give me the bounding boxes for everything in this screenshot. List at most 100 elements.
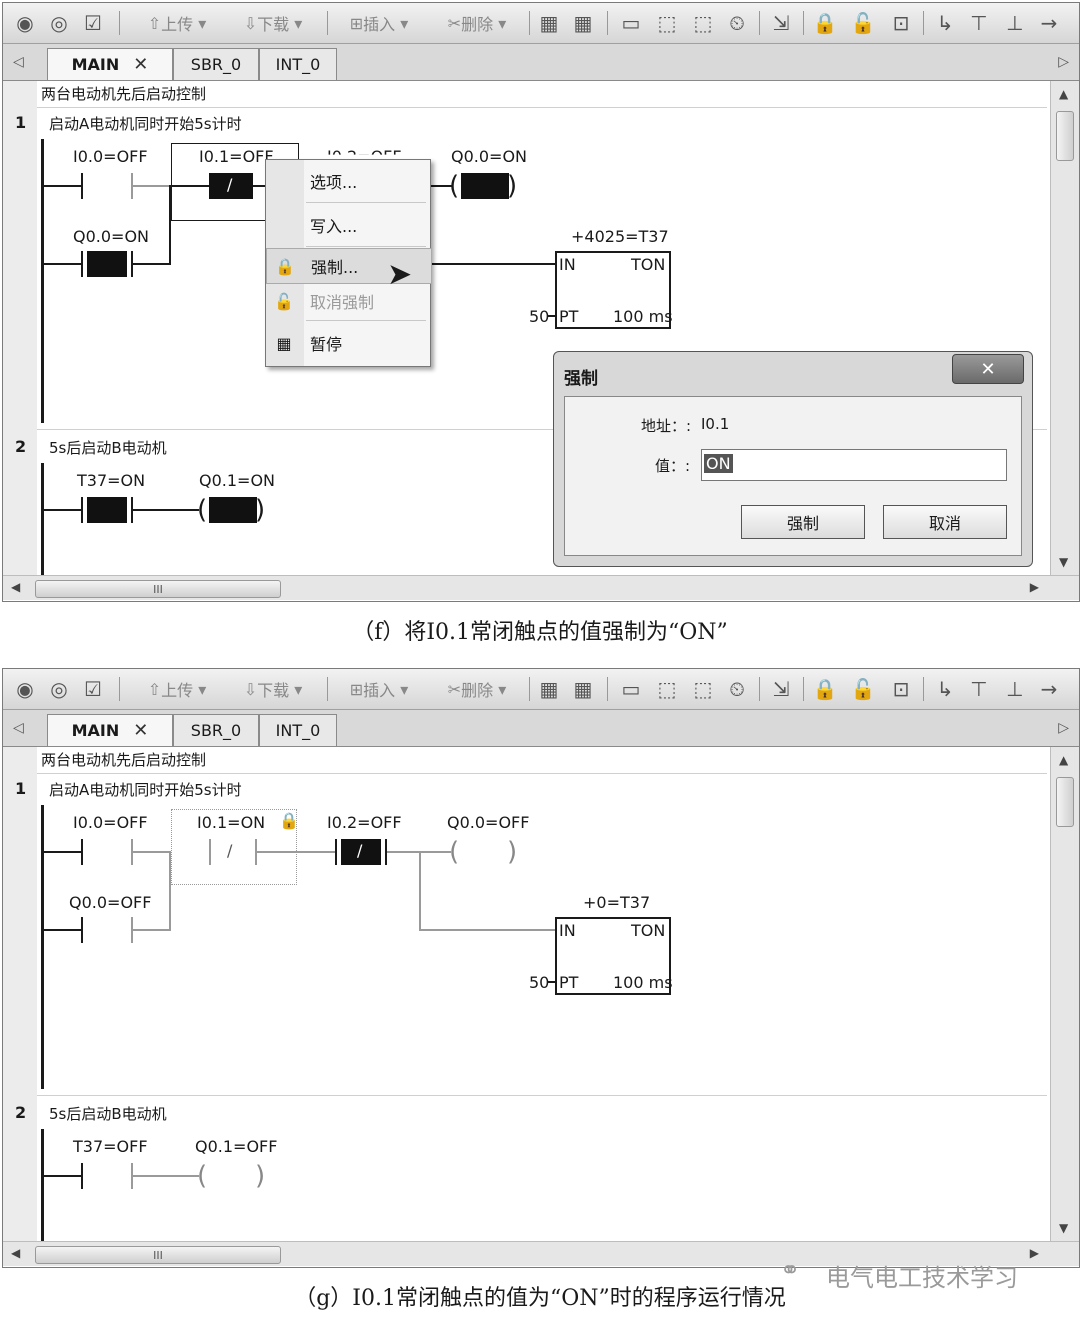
program-status-icon[interactable]: ▦ [539, 677, 559, 701]
scroll-left-icon[interactable]: ◀ [11, 1246, 21, 1260]
insert-button[interactable]: ⊞插入 ▾ [333, 675, 425, 703]
branch-icon[interactable]: ↳ [936, 11, 954, 35]
tab-int0[interactable]: INT_0 [259, 48, 337, 80]
scroll-right-icon[interactable]: ▶ [1029, 580, 1039, 594]
contact-q00[interactable] [87, 251, 127, 277]
line-up-icon[interactable]: ⊥ [1006, 677, 1024, 701]
upload-button[interactable]: ⇧上传 ▾ [129, 675, 225, 703]
tab-scroll-right-icon[interactable]: ▷ [1058, 54, 1069, 70]
ladder-editor[interactable]: 两台电动机先后启动控制 1 启动A电动机同时开始5s计时 I0.0=OFF I0… [3, 747, 1047, 1241]
menu-item-write[interactable]: 写入... [266, 208, 430, 242]
scroll-up-icon[interactable]: ▲ [1059, 753, 1069, 767]
menu-unforce-label: 取消强制 [310, 293, 375, 312]
write-icon[interactable]: ⬚ [693, 11, 713, 35]
pause-status-icon[interactable]: ▦ [573, 677, 593, 701]
tab-scroll-left-icon[interactable]: ◁ [13, 720, 24, 736]
download-button[interactable]: ⇩下载 ▾ [225, 675, 321, 703]
tab-main[interactable]: MAIN✕ [47, 714, 173, 746]
export-icon[interactable]: ⇲ [772, 11, 790, 35]
clock-icon[interactable]: ⏲ [729, 11, 745, 35]
tab-int0-label: INT_0 [275, 721, 321, 740]
line-up-icon[interactable]: ⊥ [1006, 11, 1024, 35]
program-status-icon[interactable]: ▦ [539, 11, 559, 35]
line-down-icon[interactable]: ⊤ [970, 11, 988, 35]
timer-t37-block[interactable] [555, 917, 671, 995]
cancel-button[interactable]: 取消 [883, 505, 1007, 539]
close-icon[interactable]: ✕ [952, 354, 1024, 384]
line-down-icon[interactable]: ⊤ [970, 677, 988, 701]
close-icon[interactable]: ✕ [133, 720, 149, 741]
delete-button[interactable]: ✂删除 ▾ [429, 9, 525, 37]
delete-label: 删除 [461, 681, 494, 700]
run-icon[interactable]: ◉ [16, 11, 34, 35]
contact-t37[interactable] [87, 497, 127, 523]
contact-i01-nc[interactable] [209, 839, 211, 865]
coil-q01[interactable] [209, 497, 257, 523]
write-icon[interactable]: ⬚ [693, 677, 713, 701]
horizontal-scrollbar[interactable]: ◀ III ▶ [3, 1241, 1079, 1266]
force-button-label: 强制 [786, 514, 819, 533]
vertical-scroll-thumb[interactable] [1056, 777, 1074, 827]
scroll-up-icon[interactable]: ▲ [1059, 87, 1069, 101]
menu-item-options[interactable]: 选项... [266, 164, 430, 198]
force-lock-icon[interactable]: 🔒 [812, 677, 838, 701]
tab-scroll-right-icon[interactable]: ▷ [1058, 720, 1069, 736]
box-icon[interactable]: ▭ [621, 11, 641, 35]
scroll-left-icon[interactable]: ◀ [11, 580, 21, 594]
clock-icon[interactable]: ⏲ [729, 677, 745, 701]
timer-value: +0=T37 [583, 893, 651, 912]
branch-icon[interactable]: ↳ [936, 677, 954, 701]
close-icon[interactable]: ✕ [133, 54, 149, 75]
delete-button[interactable]: ✂删除 ▾ [429, 675, 525, 703]
contact-i00[interactable] [81, 839, 83, 865]
scroll-down-icon[interactable]: ▼ [1059, 555, 1069, 569]
horizontal-scroll-thumb[interactable]: III [35, 1246, 281, 1264]
tab-sbr0[interactable]: SBR_0 [173, 48, 259, 80]
read-icon[interactable]: ⬚ [657, 11, 677, 35]
tab-int0[interactable]: INT_0 [259, 714, 337, 746]
contact-i01-nc[interactable] [209, 173, 253, 199]
unforce-icon[interactable]: 🔓 [850, 677, 876, 701]
force-lock-icon[interactable]: 🔒 [812, 11, 838, 35]
contact-t37[interactable] [81, 1163, 83, 1189]
menu-item-unforce[interactable]: 🔓取消强制 [266, 284, 430, 318]
line-right-icon[interactable]: → [1040, 677, 1058, 701]
vertical-scrollbar[interactable]: ▲ ▼ [1050, 747, 1079, 1241]
scroll-down-icon[interactable]: ▼ [1059, 1221, 1069, 1235]
unforce-all-icon[interactable]: ⊡ [892, 677, 910, 701]
pause-status-icon[interactable]: ▦ [573, 11, 593, 35]
timer-t37-block[interactable] [555, 251, 671, 329]
box-icon[interactable]: ▭ [621, 677, 641, 701]
upload-button[interactable]: ⇧上传 ▾ [129, 9, 225, 37]
run-icon[interactable]: ◉ [16, 677, 34, 701]
unforce-icon[interactable]: 🔓 [850, 11, 876, 35]
export-icon[interactable]: ⇲ [772, 677, 790, 701]
scroll-right-icon[interactable]: ▶ [1029, 1246, 1039, 1260]
download-button[interactable]: ⇩下载 ▾ [225, 9, 321, 37]
tab-scroll-left-icon[interactable]: ◁ [13, 54, 24, 70]
menu-item-pause[interactable]: ▦暂停 [266, 326, 430, 360]
read-icon[interactable]: ⬚ [657, 677, 677, 701]
compile-icon[interactable]: ☑ [84, 11, 102, 35]
stop-icon[interactable]: ◎ [50, 11, 68, 35]
compile-icon[interactable]: ☑ [84, 677, 102, 701]
vertical-scrollbar[interactable]: ▲ ▼ [1050, 81, 1079, 575]
unforce-all-icon[interactable]: ⊡ [892, 11, 910, 35]
insert-button[interactable]: ⊞插入 ▾ [333, 9, 425, 37]
tab-sbr0-label: SBR_0 [190, 55, 242, 74]
force-button[interactable]: 强制 [741, 505, 865, 539]
coil-q00[interactable] [461, 173, 509, 199]
horizontal-scroll-thumb[interactable]: III [35, 580, 281, 598]
contact-q00[interactable] [81, 917, 83, 943]
tab-sbr0[interactable]: SBR_0 [173, 714, 259, 746]
contact-i00[interactable] [81, 173, 83, 199]
horizontal-scrollbar[interactable]: ◀ III ▶ [3, 575, 1079, 600]
value-input[interactable]: ON [701, 449, 1007, 481]
tab-main[interactable]: MAIN✕ [47, 48, 173, 80]
vertical-scroll-thumb[interactable] [1056, 111, 1074, 161]
contact-i02-nc[interactable] [341, 839, 381, 865]
ladder-editor[interactable]: 两台电动机先后启动控制 1 启动A电动机同时开始5s计时 I0.0=OFF I0… [3, 81, 1047, 575]
stop-icon[interactable]: ◎ [50, 677, 68, 701]
line-right-icon[interactable]: → [1040, 11, 1058, 35]
menu-item-force[interactable]: 🔒强制... [266, 248, 432, 284]
